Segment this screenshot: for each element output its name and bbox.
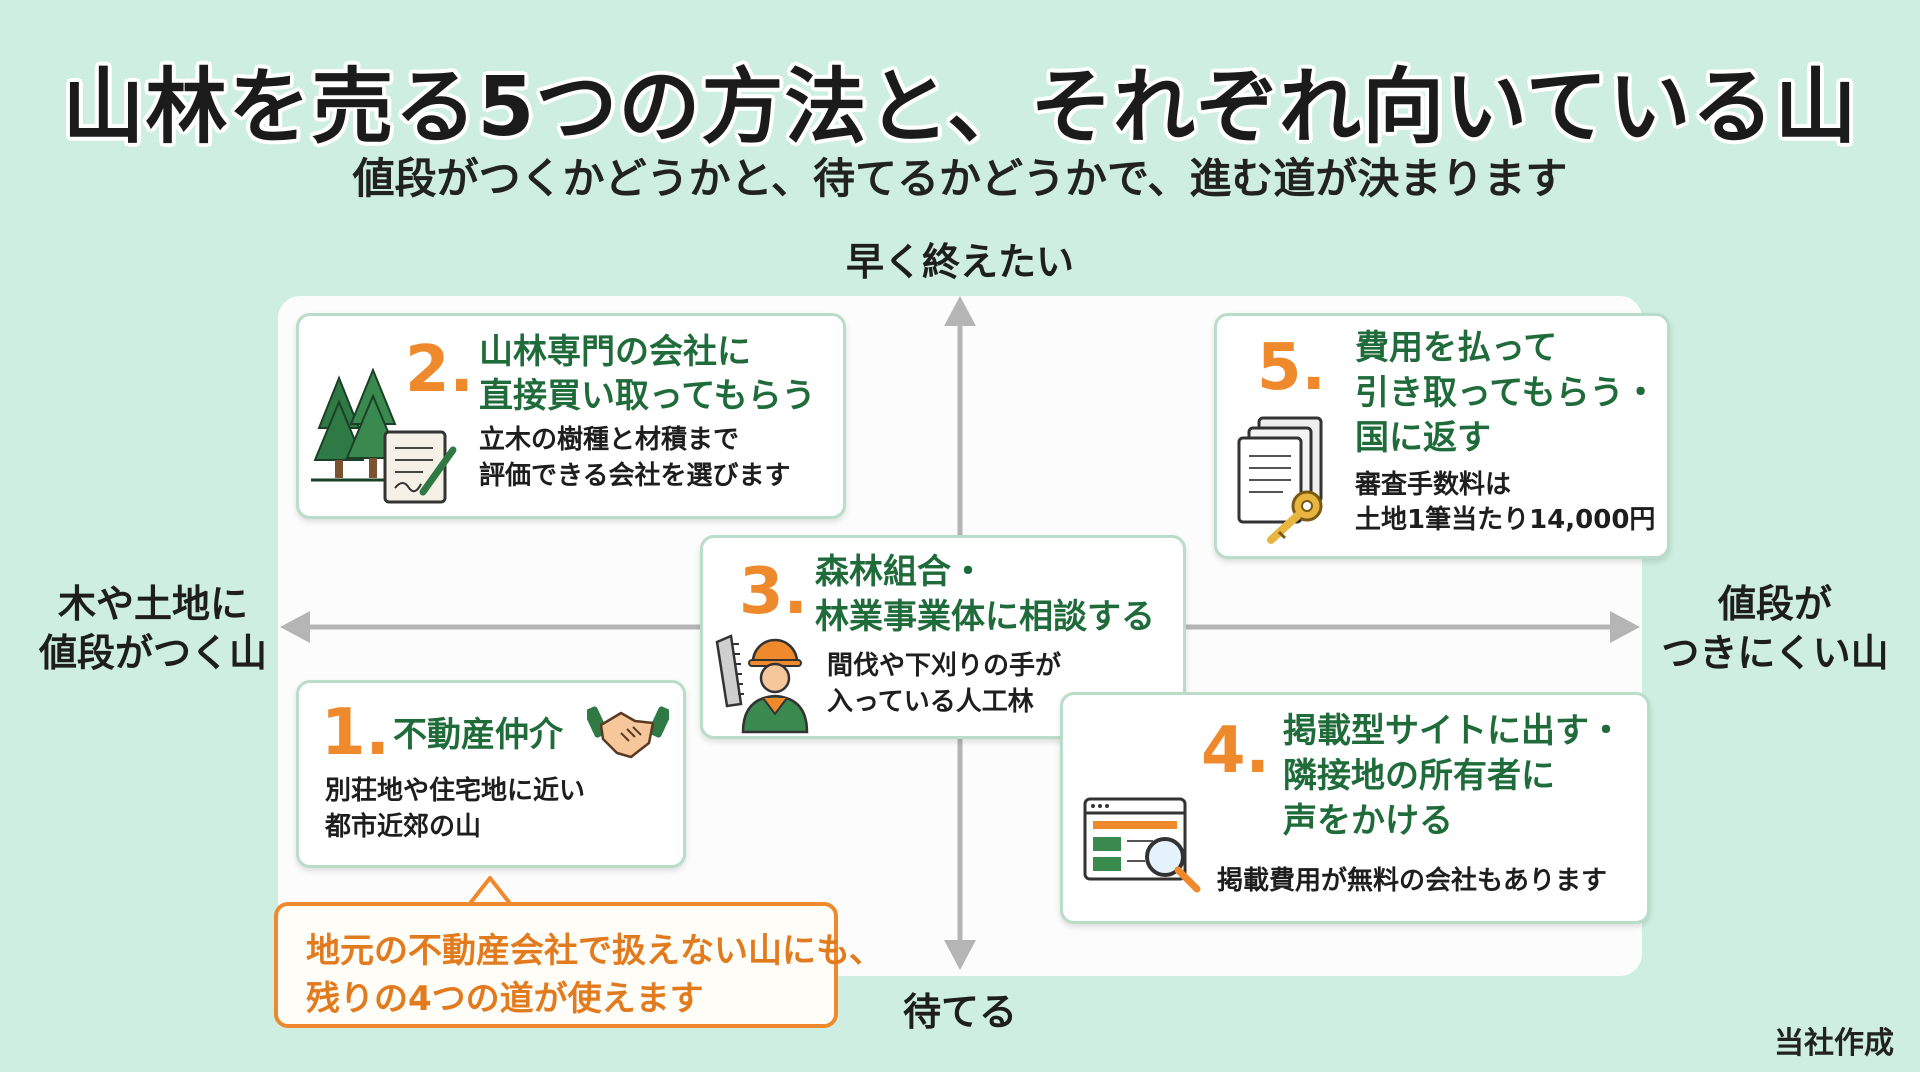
method-5-title-line: 国に返す (1355, 417, 1491, 458)
method-3-title-line: 森林組合・ (815, 552, 985, 592)
method-1-number: 1. (321, 696, 390, 770)
axis-label-right: 値段が つきにくい山 (1640, 580, 1910, 677)
axis-label-top: 早く終えたい (845, 240, 1074, 284)
axis-label-left-line1: 木や土地に (57, 582, 248, 626)
method-1-desc-line: 別荘地や住宅地に近い (325, 776, 586, 806)
method-4-desc: 掲載費用が無料の会社もあります (1217, 866, 1608, 896)
method-3-desc: 間伐や下刈りの手が 入っている人工林 (827, 648, 1061, 721)
method-2-title: 山林専門の会社に 直接買い取ってもらう (479, 330, 816, 418)
arrow-down-head (944, 940, 976, 970)
method-2-desc-line: 評価できる会社を選びます (479, 461, 791, 492)
method-card-5: 5. 費用を払って 引き取ってもらう・ 国に返す 審査手数料は 土地1筆当たり1… (1214, 313, 1670, 559)
method-5-title-line: 引き取ってもらう・ (1355, 372, 1658, 413)
arrow-up-head (944, 296, 976, 326)
method-3-title-line: 林業事業体に相談する (815, 596, 1155, 637)
method-3-desc-line: 入っている人工林 (827, 687, 1034, 718)
method-3-desc-line: 間伐や下刈りの手が (827, 651, 1062, 681)
documents-key-icon (1237, 416, 1323, 544)
method-1-desc-line: 都市近郊の山 (325, 812, 482, 843)
website-search-icon (1083, 797, 1201, 893)
forestry-worker-icon (715, 634, 809, 734)
axis-label-right-line2: つきにくい山 (1661, 630, 1889, 675)
method-4-title-line: 掲載型サイトに出す・ (1283, 711, 1623, 751)
method-5-title: 費用を払って 引き取ってもらう・ 国に返す (1355, 326, 1658, 461)
method-1-desc: 別荘地や住宅地に近い 都市近郊の山 (325, 773, 585, 846)
page-subtitle: 値段がつくかどうかと、待てるかどうかで、進む道が決まります (352, 154, 1568, 203)
method-4-title: 掲載型サイトに出す・ 隣接地の所有者に 声をかける (1283, 709, 1623, 844)
axis-label-bottom: 待てる (902, 990, 1017, 1034)
method-card-4: 4. 掲載型サイトに出す・ 隣接地の所有者に 声をかける 掲載費用が無料の会社も… (1060, 692, 1650, 924)
method-2-number: 2. (405, 333, 474, 407)
callout-line: 残りの4つの道が使えます (306, 978, 704, 1019)
arrow-right-head (1610, 611, 1640, 643)
axis-label-left: 木や土地に 値段がつく山 (28, 580, 278, 677)
callout-text: 地元の不動産会社で扱えない山にも、 残りの4つの道が使えます (306, 928, 883, 1023)
method-4-title-line: 声をかける (1283, 800, 1453, 841)
method-5-title-line: 費用を払って (1355, 328, 1558, 368)
method-2-desc-line: 立木の樹種と材積まで (479, 425, 740, 455)
source-credit: 当社作成 (1774, 1026, 1894, 1061)
method-2-desc: 立木の樹種と材積まで 評価できる会社を選びます (479, 422, 790, 495)
callout-line: 地元の不動産会社で扱えない山にも、 (306, 931, 883, 971)
page-title: 山林を売る5つの方法と、それぞれ向いている山 (62, 60, 1858, 155)
method-3-title: 森林組合・ 林業事業体に相談する (815, 550, 1155, 640)
method-5-desc-line: 土地1筆当たり14,000円 (1355, 505, 1656, 536)
method-4-number: 4. (1201, 714, 1270, 788)
method-5-number: 5. (1257, 331, 1326, 405)
method-2-title-line: 山林専門の会社に (479, 332, 751, 372)
method-5-desc-line: 審査手数料は (1355, 470, 1512, 500)
method-card-2: 2. 山林専門の会社に 直接買い取ってもらう 立木の樹種と材積まで 評価できる会… (296, 313, 846, 519)
handshake-icon (587, 706, 669, 759)
method-2-title-line: 直接買い取ってもらう (479, 376, 816, 417)
axis-label-right-line1: 値段が (1717, 582, 1832, 626)
arrow-left-head (280, 611, 310, 643)
method-5-desc: 審査手数料は 土地1筆当たり14,000円 (1355, 468, 1655, 538)
method-3-number: 3. (739, 555, 808, 629)
callout-box: 地元の不動産会社で扱えない山にも、 残りの4つの道が使えます (274, 902, 883, 1028)
method-card-1: 1. 不動産仲介 別荘地や住宅地に近い 都市近郊の山 (296, 680, 686, 868)
method-1-title: 不動産仲介 (393, 715, 563, 755)
forest-contract-icon (311, 368, 457, 504)
method-4-title-line: 隣接地の所有者に (1283, 755, 1555, 796)
axis-label-left-line2: 値段がつく山 (38, 630, 267, 675)
